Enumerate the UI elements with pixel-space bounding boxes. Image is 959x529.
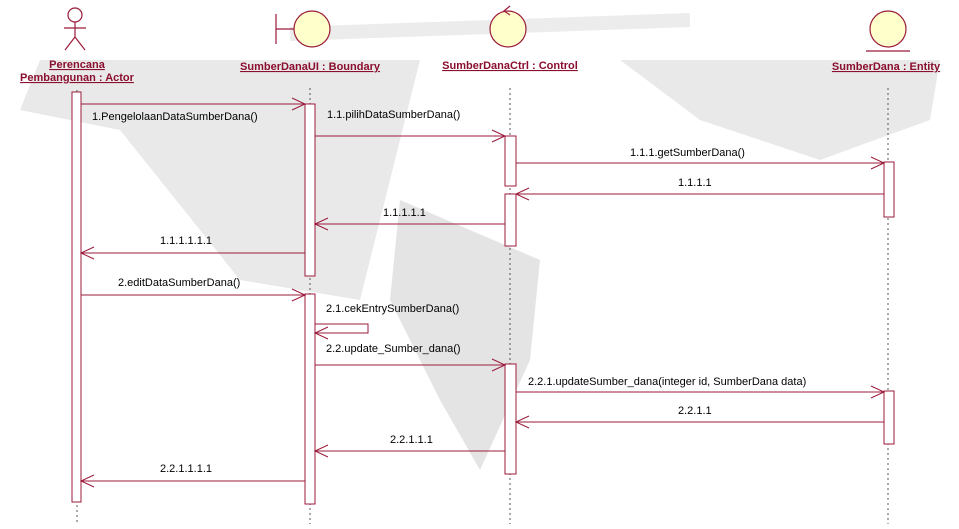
message-label-1-1: 1.1.pilihDataSumberDana() [327, 109, 460, 121]
arrowhead-1-1 [491, 129, 507, 143]
arrowhead-1-1-1 [870, 156, 886, 170]
arrowhead-2 [291, 288, 307, 302]
participant-actor: Perencana Pembangunan : Actor [20, 7, 135, 84]
watermark-shape-center [390, 200, 540, 470]
activation-entity-2 [883, 390, 895, 445]
arrowhead-2-2-1 [870, 385, 886, 399]
message-label-2-2-1-1-1-1: 2.2.1.1.1.1 [160, 463, 212, 475]
message-label-1-1-1-1: 1.1.1.1 [678, 177, 712, 189]
participant-actor-label-line2: Pembangunan : Actor [20, 72, 135, 84]
watermark-shape-left [20, 60, 420, 300]
message-label-2-2-1-1: 2.2.1.1 [678, 405, 712, 417]
participant-actor-label-line1: Perencana [49, 59, 106, 71]
activation-ui-1 [304, 103, 316, 277]
participant-ctrl: SumberDanaCtrl : Control [442, 5, 578, 72]
arrowhead-1-1-1-1 [514, 187, 530, 201]
arrowhead-1 [291, 97, 307, 111]
participant-ui: SumberDanaUI : Boundary [240, 10, 381, 73]
participant-entity-label: SumberDana : Entity [832, 61, 941, 73]
activation-ui-2 [304, 293, 316, 505]
activations [71, 91, 895, 505]
arrowhead-1-1-1-1-1 [313, 217, 329, 231]
participant-ctrl-label: SumberDanaCtrl : Control [442, 60, 578, 72]
message-label-2-2: 2.2.update_Sumber_dana() [326, 343, 461, 355]
message-labels: 1.PengelolaanDataSumberDana() 1.1.pilihD… [92, 109, 806, 475]
arrowhead-2-2-1-1-1-1 [79, 474, 95, 488]
message-label-2-2-1: 2.2.1.updateSumber_dana(integer id, Sumb… [528, 376, 806, 388]
message-label-1: 1.PengelolaanDataSumberDana() [92, 111, 258, 123]
activation-ctrl-3 [504, 363, 517, 475]
message-label-2-2-1-1-1: 2.2.1.1.1 [390, 434, 433, 446]
message-label-1-1-1: 1.1.1.getSumberDana() [630, 147, 745, 159]
arrowhead-2-1 [313, 326, 329, 340]
arrowhead-2-2 [491, 358, 507, 372]
message-label-1-1-1-1-1: 1.1.1.1.1 [383, 207, 426, 219]
entity-icon [866, 10, 910, 52]
arrowhead-2-2-1-1-1 [313, 444, 329, 458]
arrowhead-1-1-1-1-1-1 [79, 246, 95, 260]
message-label-2: 2.editDataSumberDana() [118, 277, 240, 289]
arrowhead-2-2-1-1 [514, 415, 530, 429]
activation-entity-1 [883, 161, 895, 218]
control-icon [489, 5, 527, 48]
watermark [20, 13, 940, 470]
message-label-1-1-1-1-1-1: 1.1.1.1.1.1 [160, 235, 212, 247]
participant-ui-label: SumberDanaUI : Boundary [240, 61, 381, 73]
activation-ctrl-1 [504, 135, 517, 187]
activation-actor [71, 91, 82, 503]
activation-ctrl-2 [504, 193, 517, 247]
watermark-shape-right [620, 60, 940, 160]
boundary-icon [275, 10, 331, 48]
messages [79, 97, 886, 488]
participant-entity: SumberDana : Entity [832, 10, 941, 73]
actor-icon [64, 7, 86, 51]
message-arrow-2-1 [315, 323, 369, 334]
message-label-2-1: 2.1.cekEntrySumberDana() [326, 303, 459, 315]
